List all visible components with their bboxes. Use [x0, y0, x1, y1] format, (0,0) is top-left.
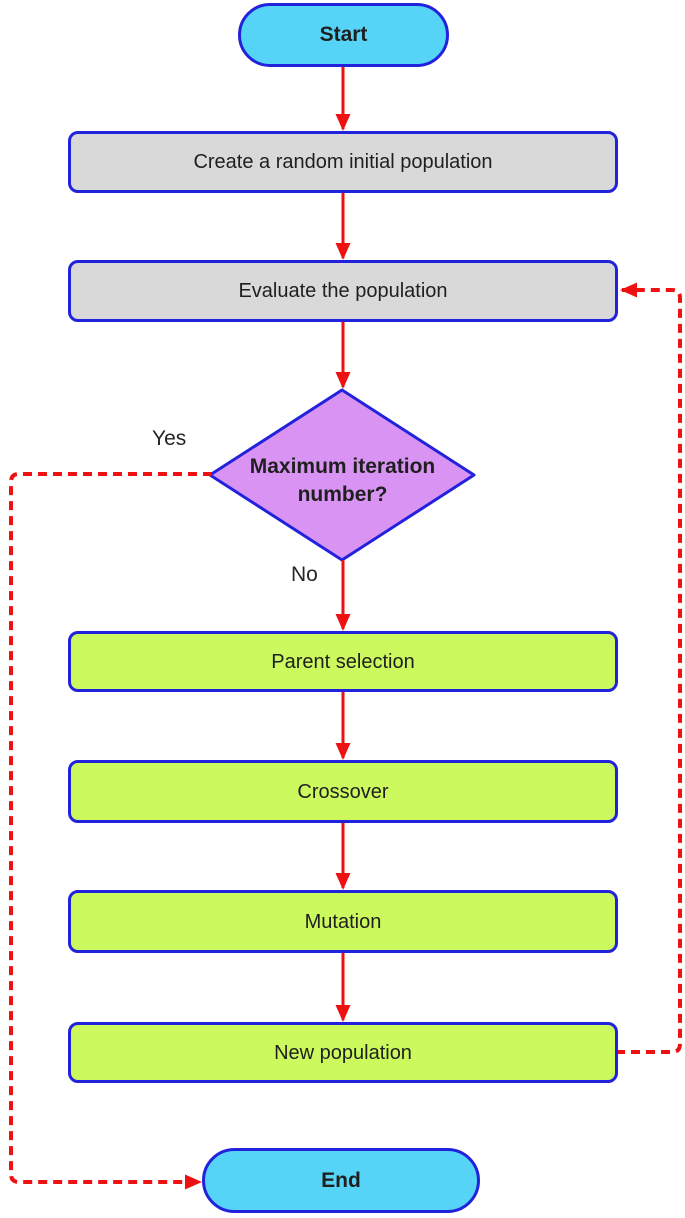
node-parent-selection: Parent selection: [68, 631, 618, 692]
edge-label-yes: Yes: [152, 427, 187, 450]
edge-decision-to-end-yes: [9, 472, 212, 1190]
node-crossover: Crossover: [68, 760, 618, 823]
node-evaluate-population-label: Evaluate the population: [238, 280, 448, 302]
edge-label-no: No: [291, 563, 318, 586]
node-crossover-label: Crossover: [297, 780, 389, 803]
node-start-label: Start: [319, 23, 368, 47]
node-parent-selection-label: Parent selection: [271, 650, 415, 673]
node-end: End: [202, 1148, 480, 1213]
node-new-population-label: New population: [274, 1041, 412, 1064]
node-end-label: End: [321, 1168, 361, 1192]
node-mutation: Mutation: [68, 890, 618, 953]
node-start: Start: [238, 3, 449, 67]
node-create-population: Create a random initial population: [68, 131, 618, 193]
node-new-population: New population: [68, 1022, 618, 1083]
edge-newpop-to-evaluate-loop: [616, 282, 682, 1054]
node-mutation-label: Mutation: [304, 910, 382, 933]
node-create-population-label: Create a random initial population: [193, 151, 493, 173]
node-max-iteration-label: Maximum iteration number?: [249, 455, 436, 506]
node-evaluate-population: Evaluate the population: [68, 260, 618, 322]
